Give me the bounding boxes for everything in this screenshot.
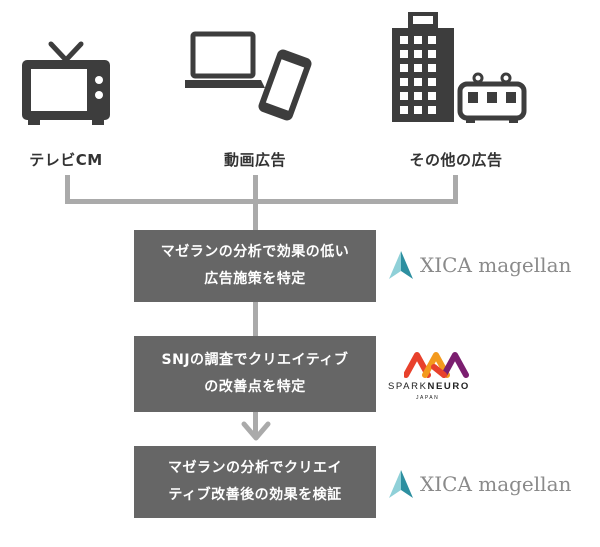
connector-to-step-1 (253, 199, 258, 230)
neuro-text: NEURO (427, 381, 470, 392)
step-2-line-1: SNJの調査でクリエイティブ (161, 352, 349, 368)
arrow-down-icon (241, 421, 271, 441)
xica-logo-text: XICA magellan (420, 253, 572, 277)
spark-neuro-subtext: JAPAN (416, 395, 440, 401)
source-label-other: その他の広告 (409, 151, 503, 169)
connector-tv-down (65, 175, 70, 204)
laptop-smartphone-icon (185, 30, 325, 126)
source-label-video: 動画広告 (223, 151, 286, 169)
building-train-icon (388, 12, 528, 124)
spark-neuro-logo: SPARKNEURO JAPAN (388, 345, 498, 407)
xica-sail-icon (389, 470, 413, 498)
step-1-line-1: マゼランの分析で効果の低い (160, 244, 350, 260)
xica-sail-icon (389, 251, 413, 279)
step-box-3: マゼランの分析でクリエイ ティブ改善後の効果を検証 (134, 446, 376, 518)
step-3-line-1: マゼランの分析でクリエイ (168, 460, 342, 476)
xica-logo-text-2: XICA magellan (420, 472, 572, 496)
connector-other-down (453, 175, 458, 204)
step-box-2: SNJの調査でクリエイティブ の改善点を特定 (134, 336, 376, 412)
step-1-line-2: 広告施策を特定 (204, 271, 306, 287)
source-label-tv: テレビCM (29, 151, 103, 169)
tv-icon (20, 40, 112, 126)
spark-text: SPARK (388, 381, 428, 392)
spark-neuro-wordmark: SPARKNEURO (388, 381, 470, 392)
spark-neuro-mark-icon (404, 352, 469, 378)
step-3-line-2: ティブ改善後の効果を検証 (168, 487, 342, 503)
connector-step-1-2 (253, 302, 258, 336)
xica-magellan-logo: XICA magellan (388, 245, 588, 285)
step-box-1: マゼランの分析で効果の低い 広告施策を特定 (134, 230, 376, 302)
xica-magellan-logo-2: XICA magellan (388, 464, 588, 504)
connector-video-down (253, 175, 258, 204)
step-2-line-2: の改善点を特定 (204, 379, 306, 395)
connector-horizontal (65, 199, 458, 204)
connector-step-2-3 (253, 412, 258, 436)
